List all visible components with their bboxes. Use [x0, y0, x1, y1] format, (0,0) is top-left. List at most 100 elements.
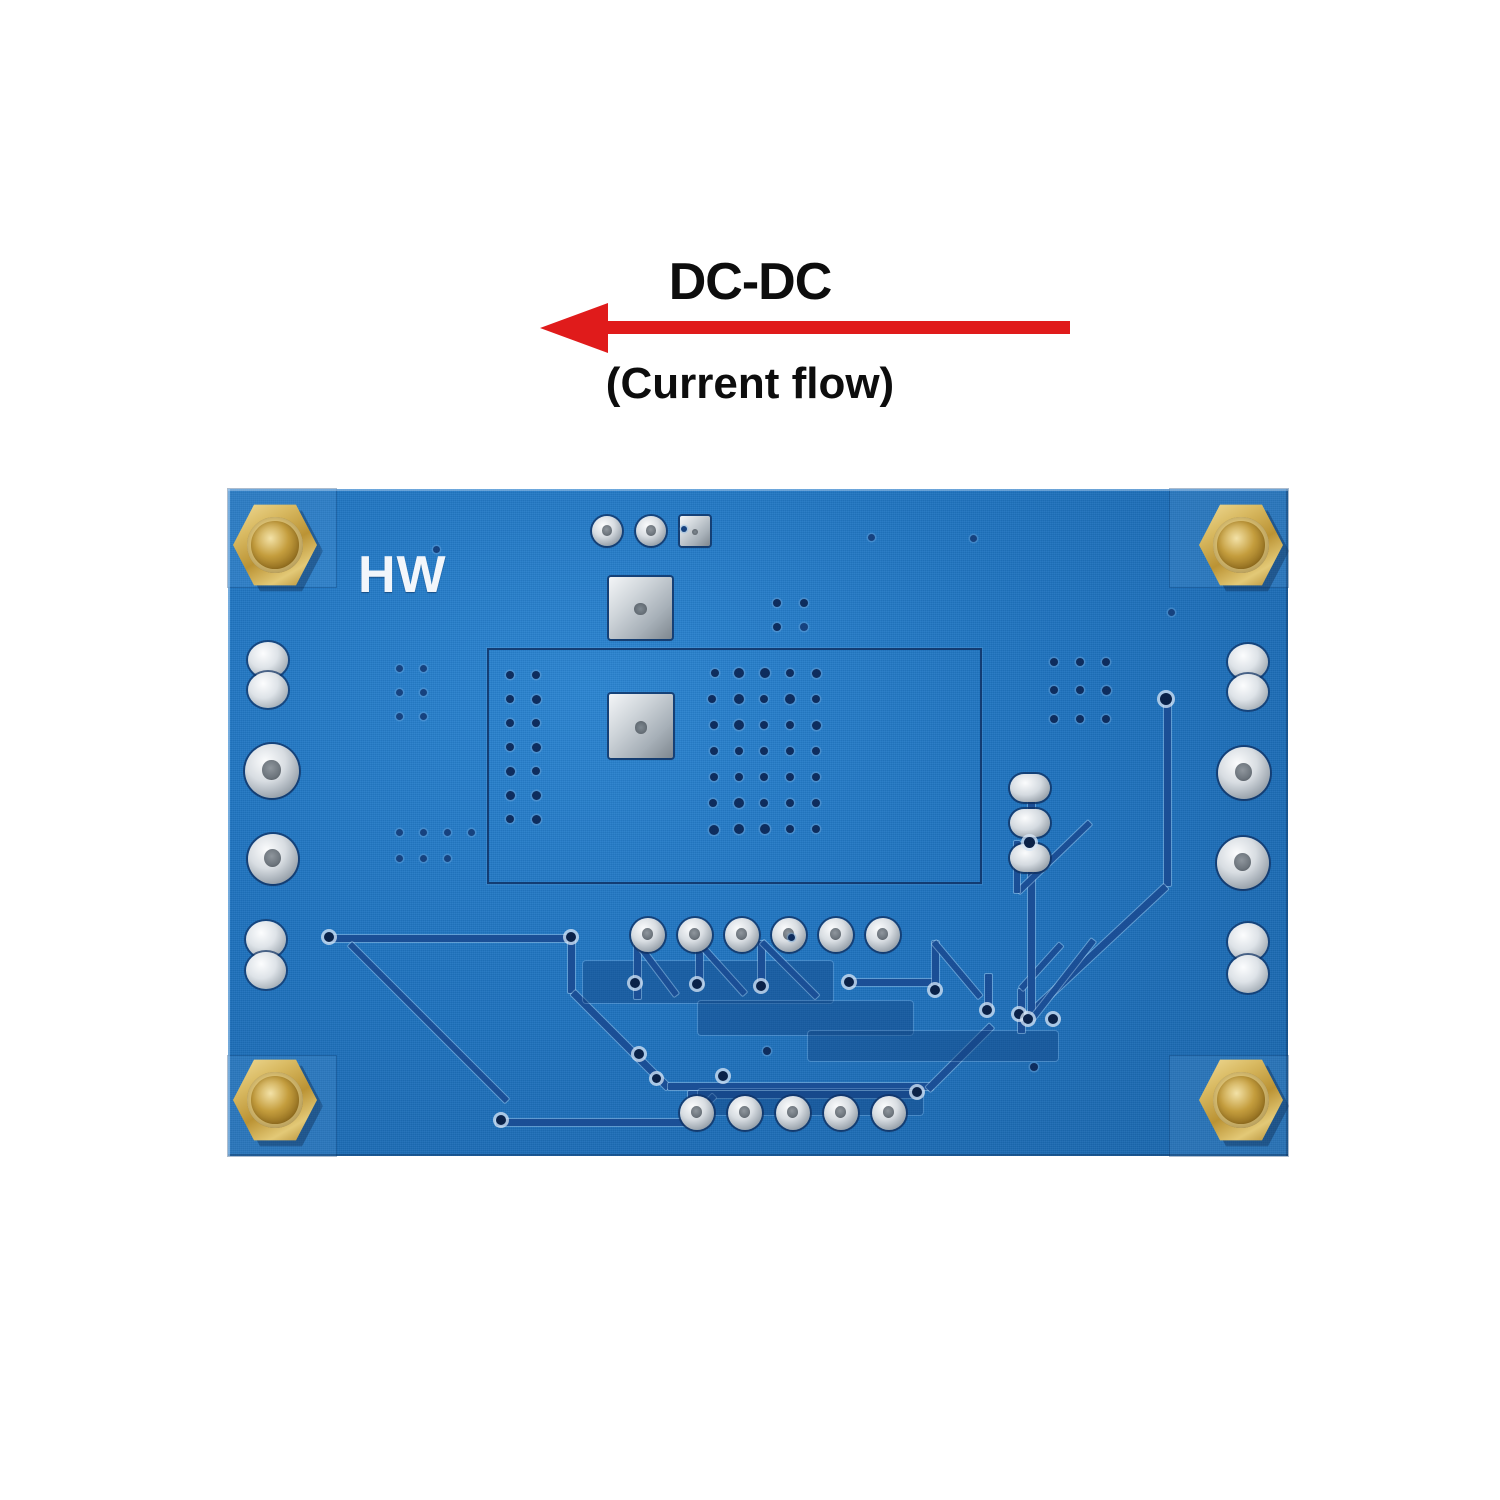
solder-pad-square-upper	[609, 577, 672, 639]
via	[1030, 1063, 1038, 1071]
solder-mask-surface	[228, 489, 1288, 1156]
thermal-via	[812, 721, 821, 730]
thermal-via	[710, 747, 718, 755]
thermal-via	[812, 669, 821, 678]
solder-pad-mid-5	[819, 918, 853, 952]
silkscreen-logo-hw: HW	[358, 546, 447, 604]
solder-pad-bottom-4	[824, 1096, 858, 1130]
brass-hex-standoff-top-right	[1199, 503, 1289, 592]
via	[433, 546, 440, 553]
current-flow-arrow	[540, 300, 1070, 356]
via	[970, 535, 977, 542]
solder-pad-bottom-3	[776, 1096, 810, 1130]
trace-segment	[668, 1083, 933, 1090]
dc-dc-buck-converter-pcb: HW	[228, 489, 1289, 1156]
via	[788, 934, 795, 941]
via	[1023, 1014, 1033, 1024]
via	[420, 689, 427, 696]
brass-hex-standoff-top-left	[233, 503, 323, 592]
thermal-via	[786, 825, 794, 833]
brass-hex-standoff-bottom-right	[1199, 1058, 1289, 1147]
via	[692, 979, 702, 989]
via	[1102, 686, 1111, 695]
via	[1048, 1014, 1058, 1024]
via	[506, 695, 514, 703]
trace-segment	[985, 974, 992, 1008]
trace-segment-long-right	[1164, 696, 1171, 886]
thermal-via	[786, 721, 794, 729]
via	[800, 599, 808, 607]
via	[634, 1049, 644, 1059]
thermal-via	[760, 799, 768, 807]
via	[506, 671, 514, 679]
solder-pad-mid-1	[631, 918, 665, 952]
via	[396, 829, 403, 836]
via	[912, 1087, 922, 1097]
thermal-via	[709, 799, 717, 807]
thermal-via	[710, 721, 718, 729]
solder-pad-oval-2	[1010, 809, 1050, 837]
via	[763, 1047, 771, 1055]
arrow-head-icon	[540, 303, 608, 353]
via	[506, 767, 515, 776]
via	[1014, 1009, 1024, 1019]
via	[496, 1115, 506, 1125]
via	[506, 719, 514, 727]
via	[420, 829, 427, 836]
solder-pad-mid-6	[866, 918, 900, 952]
solder-pad-mid-3	[725, 918, 759, 952]
via	[396, 855, 403, 862]
via	[1076, 658, 1084, 666]
trace-segment	[758, 941, 765, 983]
via	[1024, 837, 1035, 848]
thermal-via	[786, 747, 794, 755]
via	[1102, 715, 1110, 723]
thermal-via	[709, 825, 719, 835]
via	[1050, 658, 1058, 666]
solder-pad-oval-1	[1010, 774, 1050, 802]
via	[532, 767, 540, 775]
component-outline-rect	[487, 648, 982, 884]
via	[532, 791, 541, 800]
solder-pad-left-1	[248, 642, 288, 708]
thermal-via	[734, 798, 744, 808]
solder-pad-bottom-1	[680, 1096, 714, 1130]
via	[630, 978, 640, 988]
trace-segment	[848, 979, 938, 986]
thermal-via	[734, 720, 744, 730]
trace-segment	[634, 941, 641, 999]
solder-pad-left-3	[248, 834, 298, 884]
annotation-subtitle: (Current flow)	[605, 359, 895, 408]
thermal-via	[711, 669, 719, 677]
thermal-via	[734, 668, 744, 678]
via	[324, 932, 334, 942]
via	[396, 713, 403, 720]
thermal-via	[735, 747, 743, 755]
via	[1076, 715, 1084, 723]
via	[844, 977, 854, 987]
thermal-via	[760, 824, 770, 834]
via	[868, 534, 875, 541]
via	[1168, 609, 1175, 616]
thermal-via	[786, 799, 794, 807]
solder-pad-bottom-5	[872, 1096, 906, 1130]
solder-pad-right-1	[1228, 644, 1268, 710]
via	[1160, 693, 1172, 705]
via	[1076, 686, 1084, 694]
brass-hex-standoff-bottom-left	[233, 1058, 323, 1147]
annotation-title: DC-DC	[668, 253, 833, 311]
solder-pad-top-1	[592, 516, 622, 546]
solder-pad-oval-3	[1010, 844, 1050, 872]
via	[532, 671, 540, 679]
thermal-via	[708, 695, 716, 703]
via	[1050, 686, 1058, 694]
trace-segment	[932, 941, 939, 985]
via	[800, 623, 808, 631]
solder-pad-right-3	[1217, 837, 1269, 889]
thermal-via	[760, 721, 768, 729]
via	[396, 665, 403, 672]
solder-pad-mid-2	[678, 918, 712, 952]
thermal-via	[812, 695, 820, 703]
via	[532, 815, 541, 824]
thermal-via	[785, 694, 795, 704]
